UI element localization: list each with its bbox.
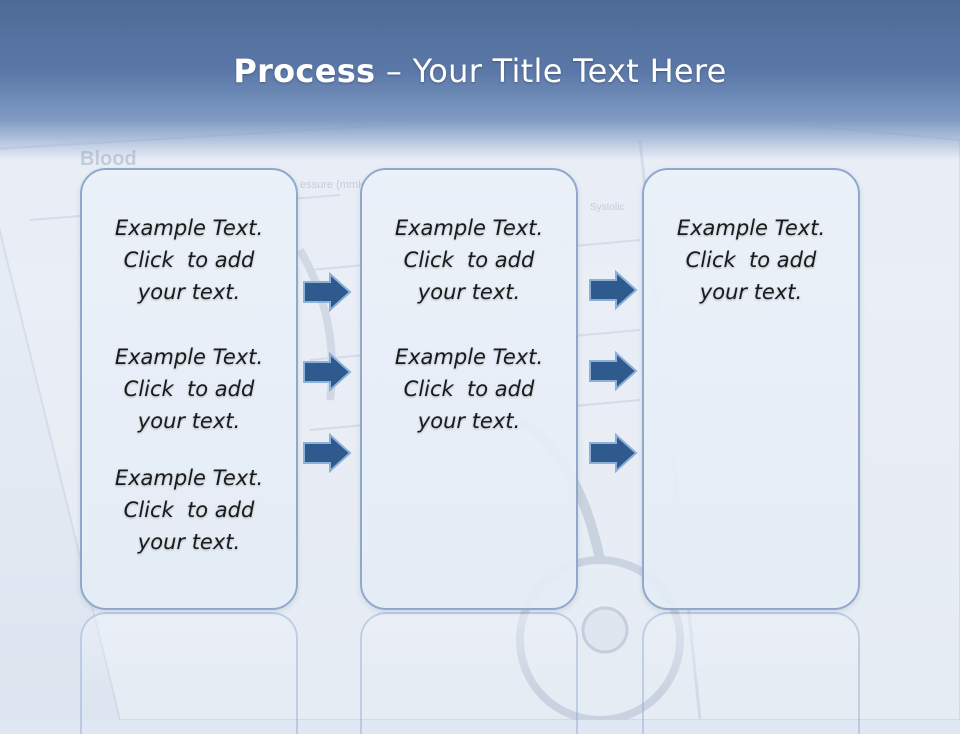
right-arrow-icon [589, 433, 638, 473]
box-reflection-1 [80, 612, 298, 734]
text-placeholder[interactable]: Example Text. Click to add your text. [82, 212, 296, 308]
right-arrow-icon [303, 272, 352, 312]
text-placeholder[interactable]: Example Text. Click to add your text. [82, 462, 296, 558]
title-rest: – Your Title Text Here [375, 52, 727, 90]
process-box-1[interactable]: Example Text. Click to add your text. Ex… [80, 168, 298, 610]
text-placeholder[interactable]: Example Text. Click to add your text. [362, 212, 576, 308]
text-line: Example Text. [114, 216, 264, 240]
text-line: your text. [417, 280, 521, 304]
text-line: Example Text. [114, 345, 264, 369]
text-line: your text. [137, 530, 241, 554]
right-arrow-icon [589, 351, 638, 391]
text-line: your text. [699, 280, 803, 304]
right-arrow-icon [303, 433, 352, 473]
bg-label-pressure: essure (mmHg) [300, 179, 376, 191]
title-bar [0, 0, 960, 160]
text-line: your text. [137, 409, 241, 433]
process-box-2[interactable]: Example Text. Click to add your text. Ex… [360, 168, 578, 610]
text-line: Example Text. [676, 216, 826, 240]
text-line: your text. [137, 280, 241, 304]
text-line: your text. [417, 409, 521, 433]
text-line: Click to add [403, 377, 535, 401]
right-arrow-icon [589, 270, 638, 310]
process-box-3[interactable]: Example Text. Click to add your text. [642, 168, 860, 610]
text-line: Click to add [123, 498, 255, 522]
title-bold: Process [233, 52, 376, 90]
box-reflection-3 [642, 612, 860, 734]
slide-title[interactable]: Process – Your Title Text Here [0, 52, 960, 90]
text-line: Example Text. [114, 466, 264, 490]
text-line: Example Text. [394, 345, 544, 369]
text-placeholder[interactable]: Example Text. Click to add your text. [362, 341, 576, 437]
text-placeholder[interactable]: Example Text. Click to add your text. [82, 341, 296, 437]
box-reflection-2 [360, 612, 578, 734]
text-line: Click to add [123, 248, 255, 272]
text-line: Click to add [685, 248, 817, 272]
text-line: Click to add [403, 248, 535, 272]
bg-label-systolic: Systolic [590, 202, 624, 213]
text-line: Example Text. [394, 216, 544, 240]
text-placeholder[interactable]: Example Text. Click to add your text. [644, 212, 858, 308]
right-arrow-icon [303, 352, 352, 392]
text-line: Click to add [123, 377, 255, 401]
